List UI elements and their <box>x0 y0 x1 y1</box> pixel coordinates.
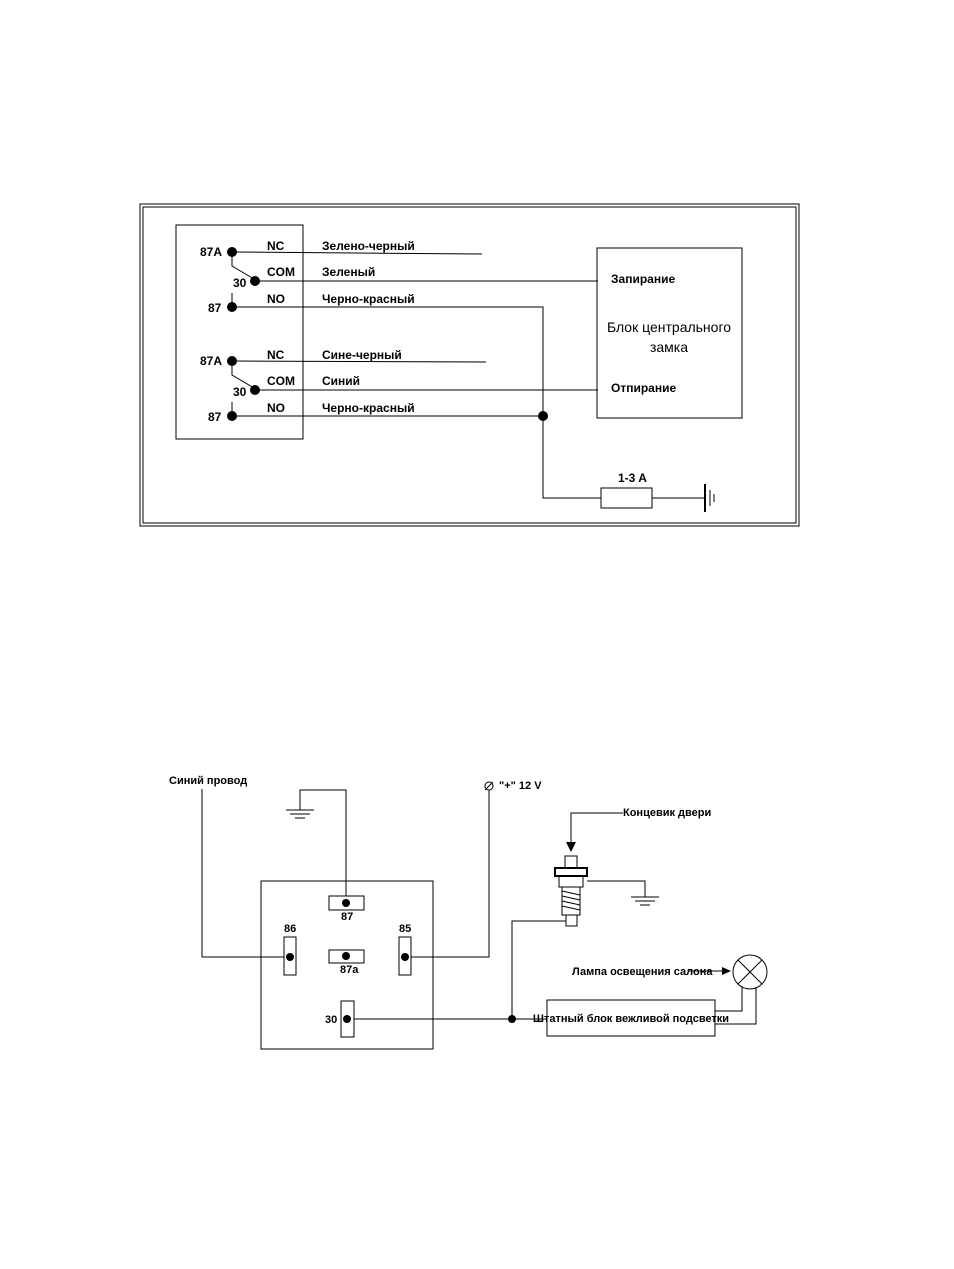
nc-label: NC <box>267 239 285 253</box>
courtesy-unit-label: Штатный блок вежливой подсветки <box>533 1013 729 1025</box>
fuse-label: 1-3 A <box>618 471 647 485</box>
pin-87-label: 87 <box>208 410 222 424</box>
door-switch-icon <box>555 856 587 926</box>
courtesy-light-diagram: 87 86 85 87a 30 Синий провод "+" 12 V <box>169 775 767 1049</box>
pin-86-dot <box>286 953 294 961</box>
pin-85-label: 85 <box>399 923 411 935</box>
pin-87-label: 87 <box>208 301 222 315</box>
pin-30-dot <box>343 1015 351 1023</box>
wire-switch-to-ground <box>587 881 645 897</box>
no-label: NO <box>267 401 285 415</box>
wire-to-door-switch <box>512 921 566 1019</box>
com-label: COM <box>267 374 295 388</box>
com-label: COM <box>267 265 295 279</box>
pin-87a-label: 87A <box>200 245 222 259</box>
central-lock-diagram: 87A NC Зелено-черный 30 COM Зеленый 87 N… <box>140 204 799 526</box>
pin-30-label: 30 <box>233 385 247 399</box>
switch-thread-lines <box>562 891 580 910</box>
wire-87-to-ground <box>300 790 346 896</box>
arrow-down-icon <box>566 842 576 852</box>
lock-unit-title-line2: замка <box>650 339 688 355</box>
wire-nc-label: Сине-черный <box>322 348 402 362</box>
no-label: NO <box>267 292 285 306</box>
pin-87a-dot <box>342 952 350 960</box>
door-switch-pointer <box>571 813 623 844</box>
wire-com-label: Синий <box>322 374 360 388</box>
door-switch-label: Концевик двери <box>623 807 711 819</box>
wire-no-label: Черно-красный <box>322 401 415 415</box>
wire-nc-label: Зелено-черный <box>322 239 415 253</box>
lock-unit-title-line1: Блок центрального <box>607 319 731 335</box>
wire-no-top <box>232 307 601 498</box>
unlock-label: Отпирание <box>611 381 676 395</box>
blue-wire-label: Синий провод <box>169 775 247 787</box>
pin-87-dot <box>342 899 350 907</box>
junction-dot <box>538 411 548 421</box>
switch-head <box>555 868 587 876</box>
nc-label: NC <box>267 348 285 362</box>
pin-30-label: 30 <box>325 1014 337 1026</box>
wire-lamp-a <box>715 987 742 1011</box>
pin-85-dot <box>401 953 409 961</box>
switch-collar <box>559 876 583 887</box>
lock-label: Запирание <box>611 272 675 286</box>
relay-top: 87A NC Зелено-черный 30 COM Зеленый 87 N… <box>200 239 601 498</box>
pin-87-label: 87 <box>341 911 353 923</box>
pin-86-label: 86 <box>284 923 296 935</box>
wire-12v-to-85 <box>411 790 489 957</box>
pin-87a-label: 87A <box>200 354 222 368</box>
wire-com-label: Зеленый <box>322 265 375 279</box>
arrow-right-icon <box>722 967 731 975</box>
plus12-label: "+" 12 V <box>499 780 542 792</box>
pin-30-label: 30 <box>233 276 247 290</box>
wire-no-label: Черно-красный <box>322 292 415 306</box>
relay-bottom: 87A NC Сине-черный 30 COM Синий 87 NO Че… <box>200 348 598 424</box>
switch-terminal <box>566 915 577 926</box>
wire-blue-to-86 <box>202 789 284 957</box>
pin-87a-label: 87a <box>340 964 359 976</box>
switch-plunger <box>565 856 577 868</box>
lamp-label: Лампа освещения салона <box>572 966 713 978</box>
fuse <box>601 488 652 508</box>
